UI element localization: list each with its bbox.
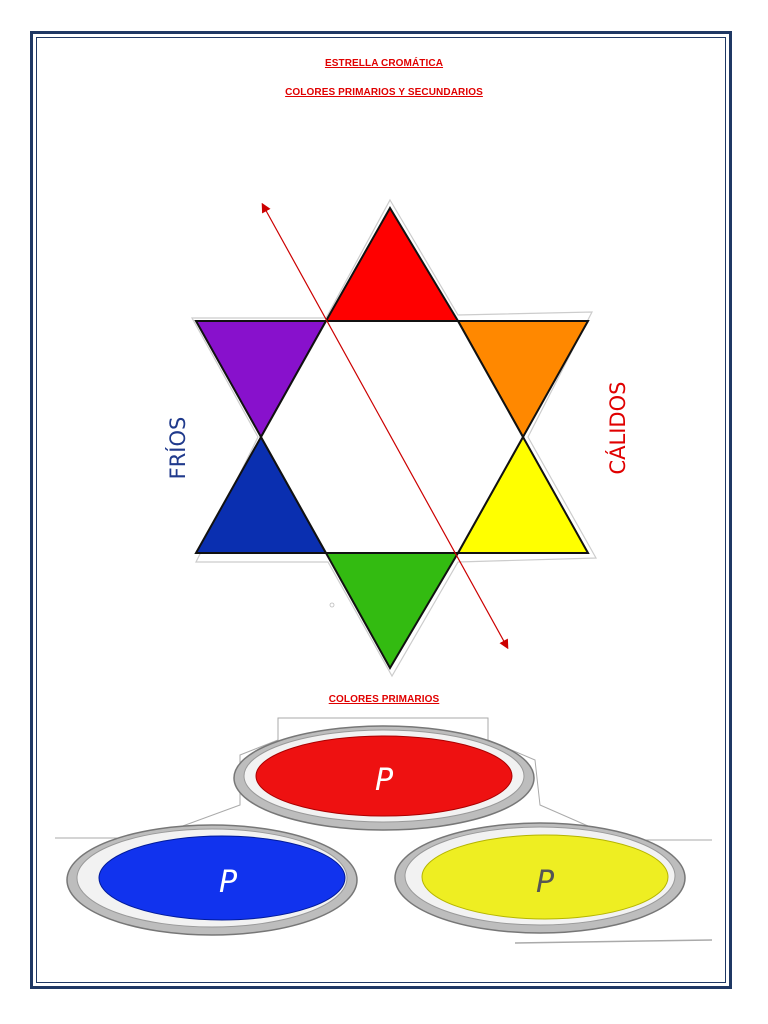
paint-pot-yellow: P <box>394 822 686 934</box>
paint-pot-red: P <box>233 725 535 831</box>
paint-pot-blue: P <box>66 824 358 936</box>
warm-cool-divider-arrow <box>261 202 509 650</box>
subtitle: COLORES PRIMARIOS Y SECUNDARIOS <box>285 87 483 98</box>
pot-letter: P <box>375 763 394 798</box>
stray-dot <box>329 602 335 608</box>
star-tip-red <box>324 206 460 322</box>
star-tip-green <box>324 552 460 671</box>
pot-letter: P <box>219 865 238 900</box>
pots-shelf-line <box>514 939 713 944</box>
pot-letter: P <box>536 865 555 900</box>
page-border-outer <box>30 31 732 989</box>
cool-colors-label: FRÍOS <box>166 416 190 480</box>
warm-colors-label: CÁLIDOS <box>606 381 630 475</box>
main-title: ESTRELLA CROMÁTICA <box>324 58 444 69</box>
page-border-inner <box>36 37 726 983</box>
pots-backdrop <box>55 717 712 841</box>
primaries-title: COLORES PRIMARIOS <box>328 694 440 705</box>
